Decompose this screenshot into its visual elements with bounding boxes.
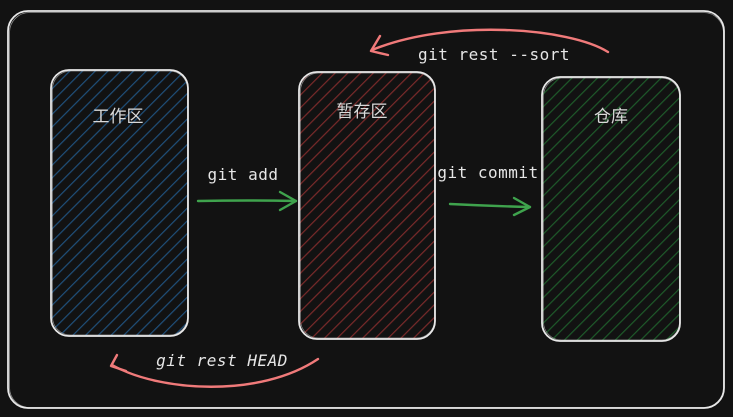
git-rest-sort-label: git rest --sort [418, 45, 570, 64]
workspace-box: 工作区 [50, 69, 189, 337]
git-commit-label: git commit [437, 163, 538, 182]
git-rest-sort-arrow: git rest --sort [369, 28, 610, 64]
staging-box: 暂存区 [298, 71, 436, 340]
repository-box: 仓库 [541, 76, 681, 342]
git-add-label: git add [208, 165, 279, 184]
git-add-arrow: git add [196, 165, 298, 212]
outer-frame [7, 10, 725, 409]
repository-label: 仓库 [594, 107, 628, 127]
git-rest-head-label: git rest HEAD [156, 351, 288, 370]
git-commit-arrow: git commit [437, 163, 538, 217]
git-rest-head-arrow: git rest HEAD [109, 351, 320, 388]
staging-label: 暂存区 [337, 102, 388, 122]
workspace-label: 工作区 [93, 107, 144, 127]
